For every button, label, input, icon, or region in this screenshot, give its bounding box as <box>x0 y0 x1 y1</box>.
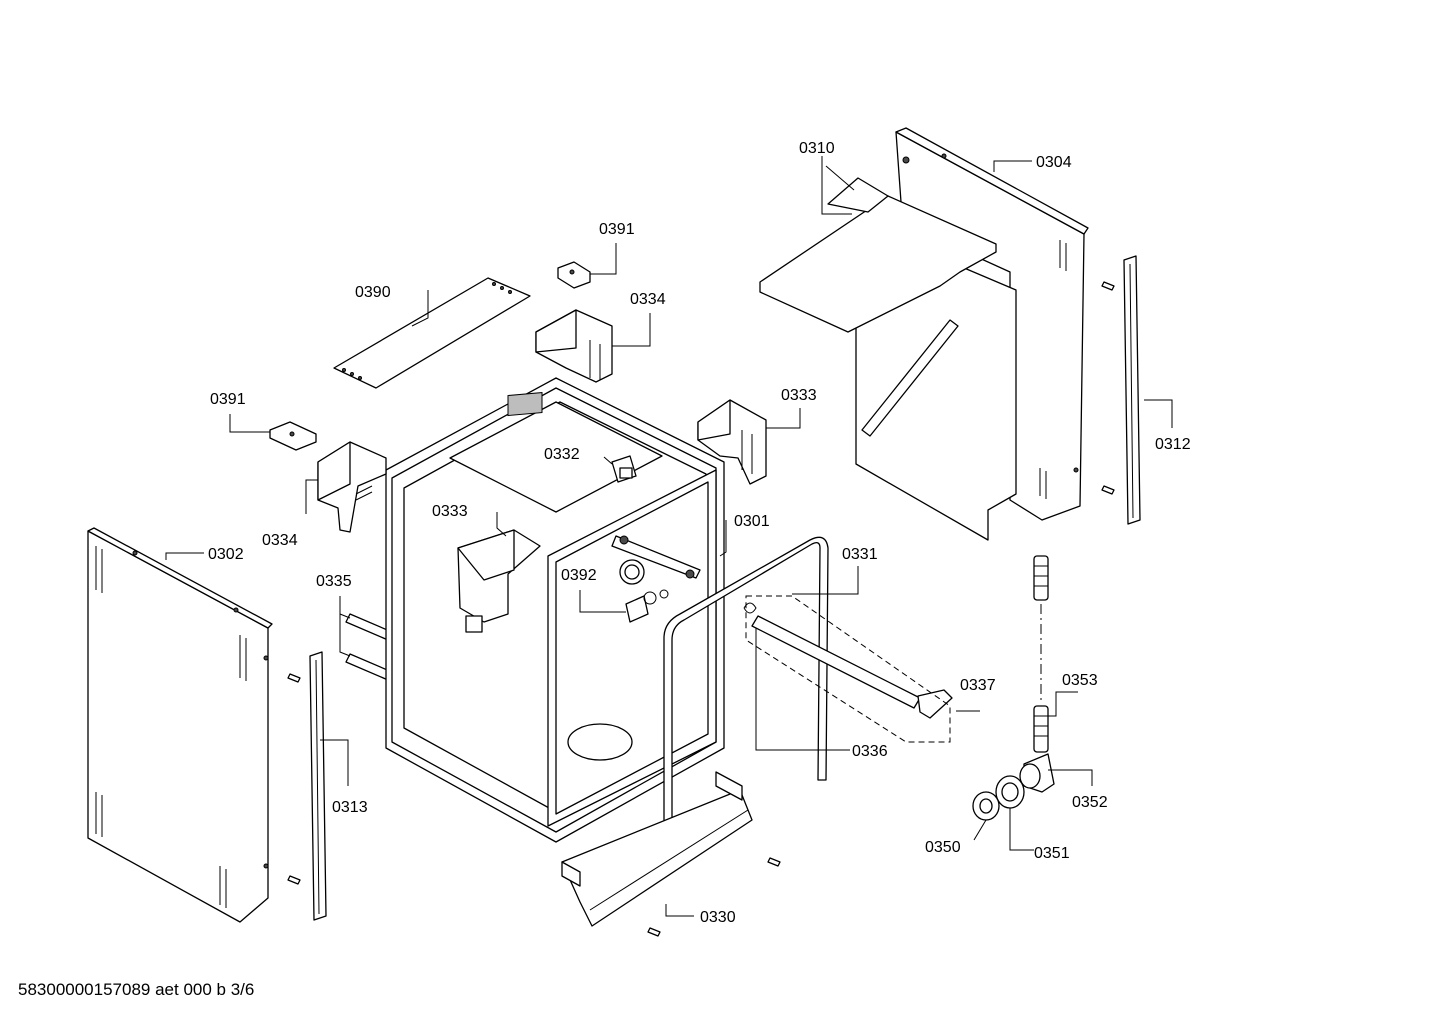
callout-0335: 0335 <box>316 573 352 590</box>
callout-0310: 0310 <box>799 140 835 157</box>
base-trim-0330 <box>561 771 753 927</box>
hose-0353 <box>1033 555 1049 753</box>
callout-0391-lower: 0391 <box>210 391 246 408</box>
callout-0302: 0302 <box>208 546 244 563</box>
callout-0334-upper: 0334 <box>630 291 666 308</box>
callout-0390: 0390 <box>355 284 391 301</box>
callout-0392: 0392 <box>561 567 597 584</box>
elbow-fitting-0352 <box>1019 753 1055 793</box>
spray-bar-0336 <box>743 595 953 743</box>
callout-0391-upper: 0391 <box>599 221 635 238</box>
callout-0351: 0351 <box>1034 845 1070 862</box>
trim-strip-left-0313 <box>309 651 327 921</box>
screw-icon <box>287 281 1115 937</box>
callout-0350: 0350 <box>925 839 961 856</box>
callout-labels: 0332 0301 0302 0304 0310 0312 0313 0330 … <box>208 140 1191 926</box>
door-seal-0331 <box>663 536 829 871</box>
bracket-0333-lower <box>457 529 541 633</box>
callout-0336: 0336 <box>852 743 888 760</box>
callout-0301: 0301 <box>734 513 770 530</box>
callout-0304: 0304 <box>1036 154 1072 171</box>
callout-0333-upper: 0333 <box>781 387 817 404</box>
clip-0332 <box>611 455 637 483</box>
callout-0334-lower: 0334 <box>262 532 298 549</box>
clip-0392 <box>625 589 669 623</box>
callout-0312: 0312 <box>1155 436 1191 453</box>
connector-0334-lower <box>317 441 387 533</box>
top-cover-0310 <box>759 177 997 333</box>
bracket-0391-upper <box>557 261 591 289</box>
bracket-0333-upper <box>697 399 767 485</box>
leader-lines <box>165 156 1173 917</box>
callout-0313: 0313 <box>332 799 368 816</box>
callout-0330: 0330 <box>700 909 736 926</box>
washer-0350 <box>972 791 1000 821</box>
connector-0334-upper <box>535 309 613 383</box>
tub-0301 <box>385 377 725 843</box>
nut-0351 <box>995 775 1025 809</box>
callout-0337: 0337 <box>960 677 996 694</box>
callout-0332: 0332 <box>544 446 580 463</box>
document-id-footer: 58300000157089 aet 000 b 3/6 <box>18 980 255 999</box>
label-strip-0390 <box>333 277 531 389</box>
callout-0333-lower: 0333 <box>432 503 468 520</box>
side-panel-left-0302 <box>87 527 273 923</box>
callout-0331: 0331 <box>842 546 878 563</box>
trim-strip-right-0312 <box>1123 255 1141 525</box>
callout-0352: 0352 <box>1072 794 1108 811</box>
callout-0353: 0353 <box>1062 672 1098 689</box>
bracket-0391-lower <box>269 421 317 451</box>
